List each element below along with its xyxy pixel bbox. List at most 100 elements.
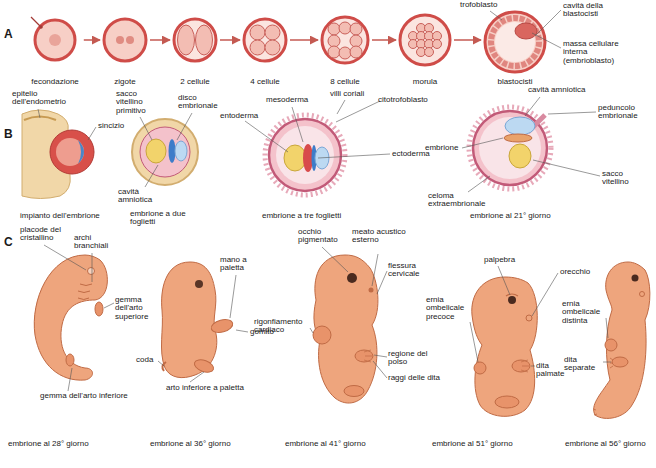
day-41-embryo [313,255,378,403]
leader-line [38,10,611,391]
day-41-embryo [314,255,378,403]
part-label: mano a paletta [220,256,260,273]
leader-line [462,97,600,192]
part-label: meato acustico esterno [352,228,408,245]
part-label: archi branchiali [74,234,118,251]
two-cell-stage [178,25,195,55]
eight-cell-stage [322,17,368,63]
bilaminar-embryo [132,119,198,185]
part-label: occhio pigmentato [298,228,343,245]
day-51-embryo [506,294,518,296]
trilaminar-embryo [269,119,341,191]
stage-caption: impianto dell'embrione [20,212,120,220]
eight-cell-stage [328,23,340,35]
stage-arrow [454,39,481,41]
leader-line [470,266,558,366]
implanting-embryo [78,140,84,164]
stage-caption: embrione al 28° giorno [8,440,108,448]
day-41-embryo [347,273,357,283]
part-label: palpebra [484,256,524,264]
eight-cell-stage [350,46,362,58]
part-label: arto inferiore a paletta [166,384,266,392]
part-label: epitelio dell'endometrio [12,90,74,107]
panel-letter: C [4,236,18,248]
leader-line [158,275,248,382]
day-51-embryo [512,360,530,372]
leader-line [245,100,390,158]
leader-line [140,113,192,187]
part-label: cavità amniotica [528,86,598,94]
eight-cell-stage [322,17,368,63]
bilaminar-embryo [132,119,198,185]
zygote [104,19,146,61]
morula [400,15,450,65]
day-36-embryo [195,280,203,288]
day-36-embryo [161,262,216,378]
morula [433,40,442,49]
four-cell-stage [244,19,286,61]
eight-cell-stage [339,47,351,59]
panel-letter: A [4,28,18,40]
part-label: citotrofoblasto [378,96,442,104]
panel-letter: B [4,128,18,140]
eight-cell-stage [328,35,340,47]
stage-caption: 2 cellule [172,78,218,86]
implanting-embryo [50,130,94,174]
day-56-embryo [632,275,639,282]
day-41-embryo [344,386,364,397]
blastocyst [515,23,537,39]
day-56-embryo [640,292,645,297]
day-51-embryo [526,315,532,321]
two-cell-stage [174,19,216,61]
four-cell-stage [250,40,265,55]
part-label: gemma dell'arto superiore [115,296,160,321]
four-cell-stage [265,40,280,55]
stage-arrow [150,39,170,41]
bilaminar-embryo [140,127,190,177]
zygote [104,19,146,61]
part-label: massa cellulare interna (embrioblasto) [563,40,635,65]
stage-caption: fecondazione [28,78,82,86]
stage-arrow [84,39,100,41]
stage-caption: embrione a tre foglietti [262,212,372,220]
day-41-embryo [355,350,373,362]
day-21-embryo [509,144,531,168]
day-28-embryo [34,255,107,380]
part-label: gemma dell'arto inferiore [40,392,140,400]
stage-node: morula [398,15,452,86]
day-21-embryo [505,117,535,135]
part-label: peduncolo embrionale [598,104,650,121]
part-label: flessura cervicale [388,262,430,279]
leader-line [490,10,561,48]
stage-caption: embrione al 21° giorno [470,212,570,220]
stage-node: fecondazione [28,20,82,86]
stage-caption: embrione al 51° giorno [432,440,532,448]
stage-node: 4 cellule [242,19,288,86]
day-56-embryo [593,262,650,418]
two-cell-stage [196,25,213,55]
day-56-embryo [605,339,617,351]
bilaminar-embryo [146,139,166,163]
stage-caption: zigote [102,78,148,86]
day-56-embryo [612,357,628,367]
eight-cell-stage [328,46,340,58]
day-56-embryo [593,409,597,415]
day-28-embryo [95,302,103,316]
stage-caption: embrione al 41° giorno [285,440,385,448]
leader-line [310,247,387,378]
trilaminar-embryo [265,115,345,195]
day-36-embryo [161,262,234,378]
day-56-embryo [594,262,650,418]
blastocyst [491,18,539,66]
day-41-embryo [313,326,331,344]
day-21-embryo [469,107,551,189]
day-51-embryo [495,396,519,408]
two-cell-stage [174,19,216,61]
part-label: ernia ombelicale precoce [426,296,470,321]
part-label: villi coriali [330,90,374,98]
bilaminar-embryo [175,141,187,161]
stage-caption: 8 cellule [320,78,370,86]
leader-line [44,245,114,391]
